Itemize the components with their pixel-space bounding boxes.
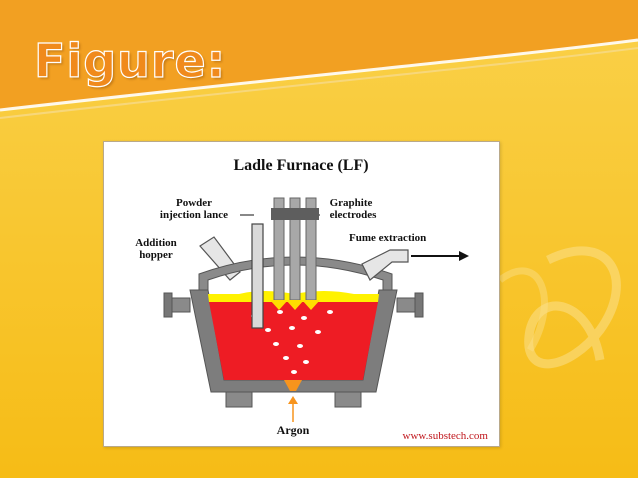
- source-credit: www.substech.com: [403, 430, 489, 442]
- arc-glow: [302, 300, 320, 310]
- ladle-furnace-diagram: Ladle Furnace (LF) Powder injection lanc…: [135, 157, 489, 442]
- bubble: [327, 310, 333, 314]
- arc-glow: [270, 300, 288, 310]
- decorative-swirl: [524, 246, 621, 369]
- bubble: [315, 330, 321, 334]
- electrode-clamp-1: [271, 208, 287, 220]
- graphite-electrodes: [270, 197, 320, 310]
- bubble: [297, 344, 303, 348]
- arc-glow: [286, 300, 304, 310]
- powder-injection-lance: [251, 223, 264, 329]
- header-band: [0, 0, 638, 110]
- left-trunnion-cap: [163, 292, 173, 318]
- bubble: [301, 316, 307, 320]
- header-band-stripe: [0, 38, 638, 112]
- powder-label-line1: Powder: [176, 197, 212, 209]
- fume-arrow-head: [459, 251, 469, 261]
- left-foot: [225, 391, 253, 408]
- decorative-swirl-2: [497, 267, 548, 352]
- addition-label-line2: hopper: [139, 249, 173, 261]
- diagram-title: Ladle Furnace (LF): [233, 157, 368, 174]
- addition-label-line1: Addition: [135, 237, 177, 249]
- argon-arrow-head: [288, 396, 298, 404]
- argon-label: Argon: [277, 423, 310, 437]
- molten-steel: [209, 302, 378, 380]
- powder-label-line2: injection lance: [160, 209, 228, 221]
- porous-plug: [284, 380, 302, 391]
- bubble: [289, 326, 295, 330]
- electrode-clamp-2: [287, 208, 303, 220]
- bubble: [265, 328, 271, 332]
- fume-label: Fume extraction: [349, 232, 426, 244]
- bubble: [291, 370, 297, 374]
- graphite-label-line2: electrodes: [330, 209, 378, 221]
- electrode-clamp-3: [303, 208, 319, 220]
- right-trunnion-cap: [414, 292, 424, 318]
- figure-panel: Ladle Furnace (LF) Powder injection lanc…: [103, 141, 500, 447]
- bubble: [303, 360, 309, 364]
- header-band-stripe-2: [0, 47, 638, 119]
- bubble: [273, 342, 279, 346]
- right-foot: [334, 391, 362, 408]
- fume-duct: [361, 249, 409, 281]
- graphite-label-line1: Graphite: [330, 197, 373, 209]
- bubble: [277, 310, 283, 314]
- bubble: [283, 356, 289, 360]
- slide-title: Figure:: [33, 33, 227, 88]
